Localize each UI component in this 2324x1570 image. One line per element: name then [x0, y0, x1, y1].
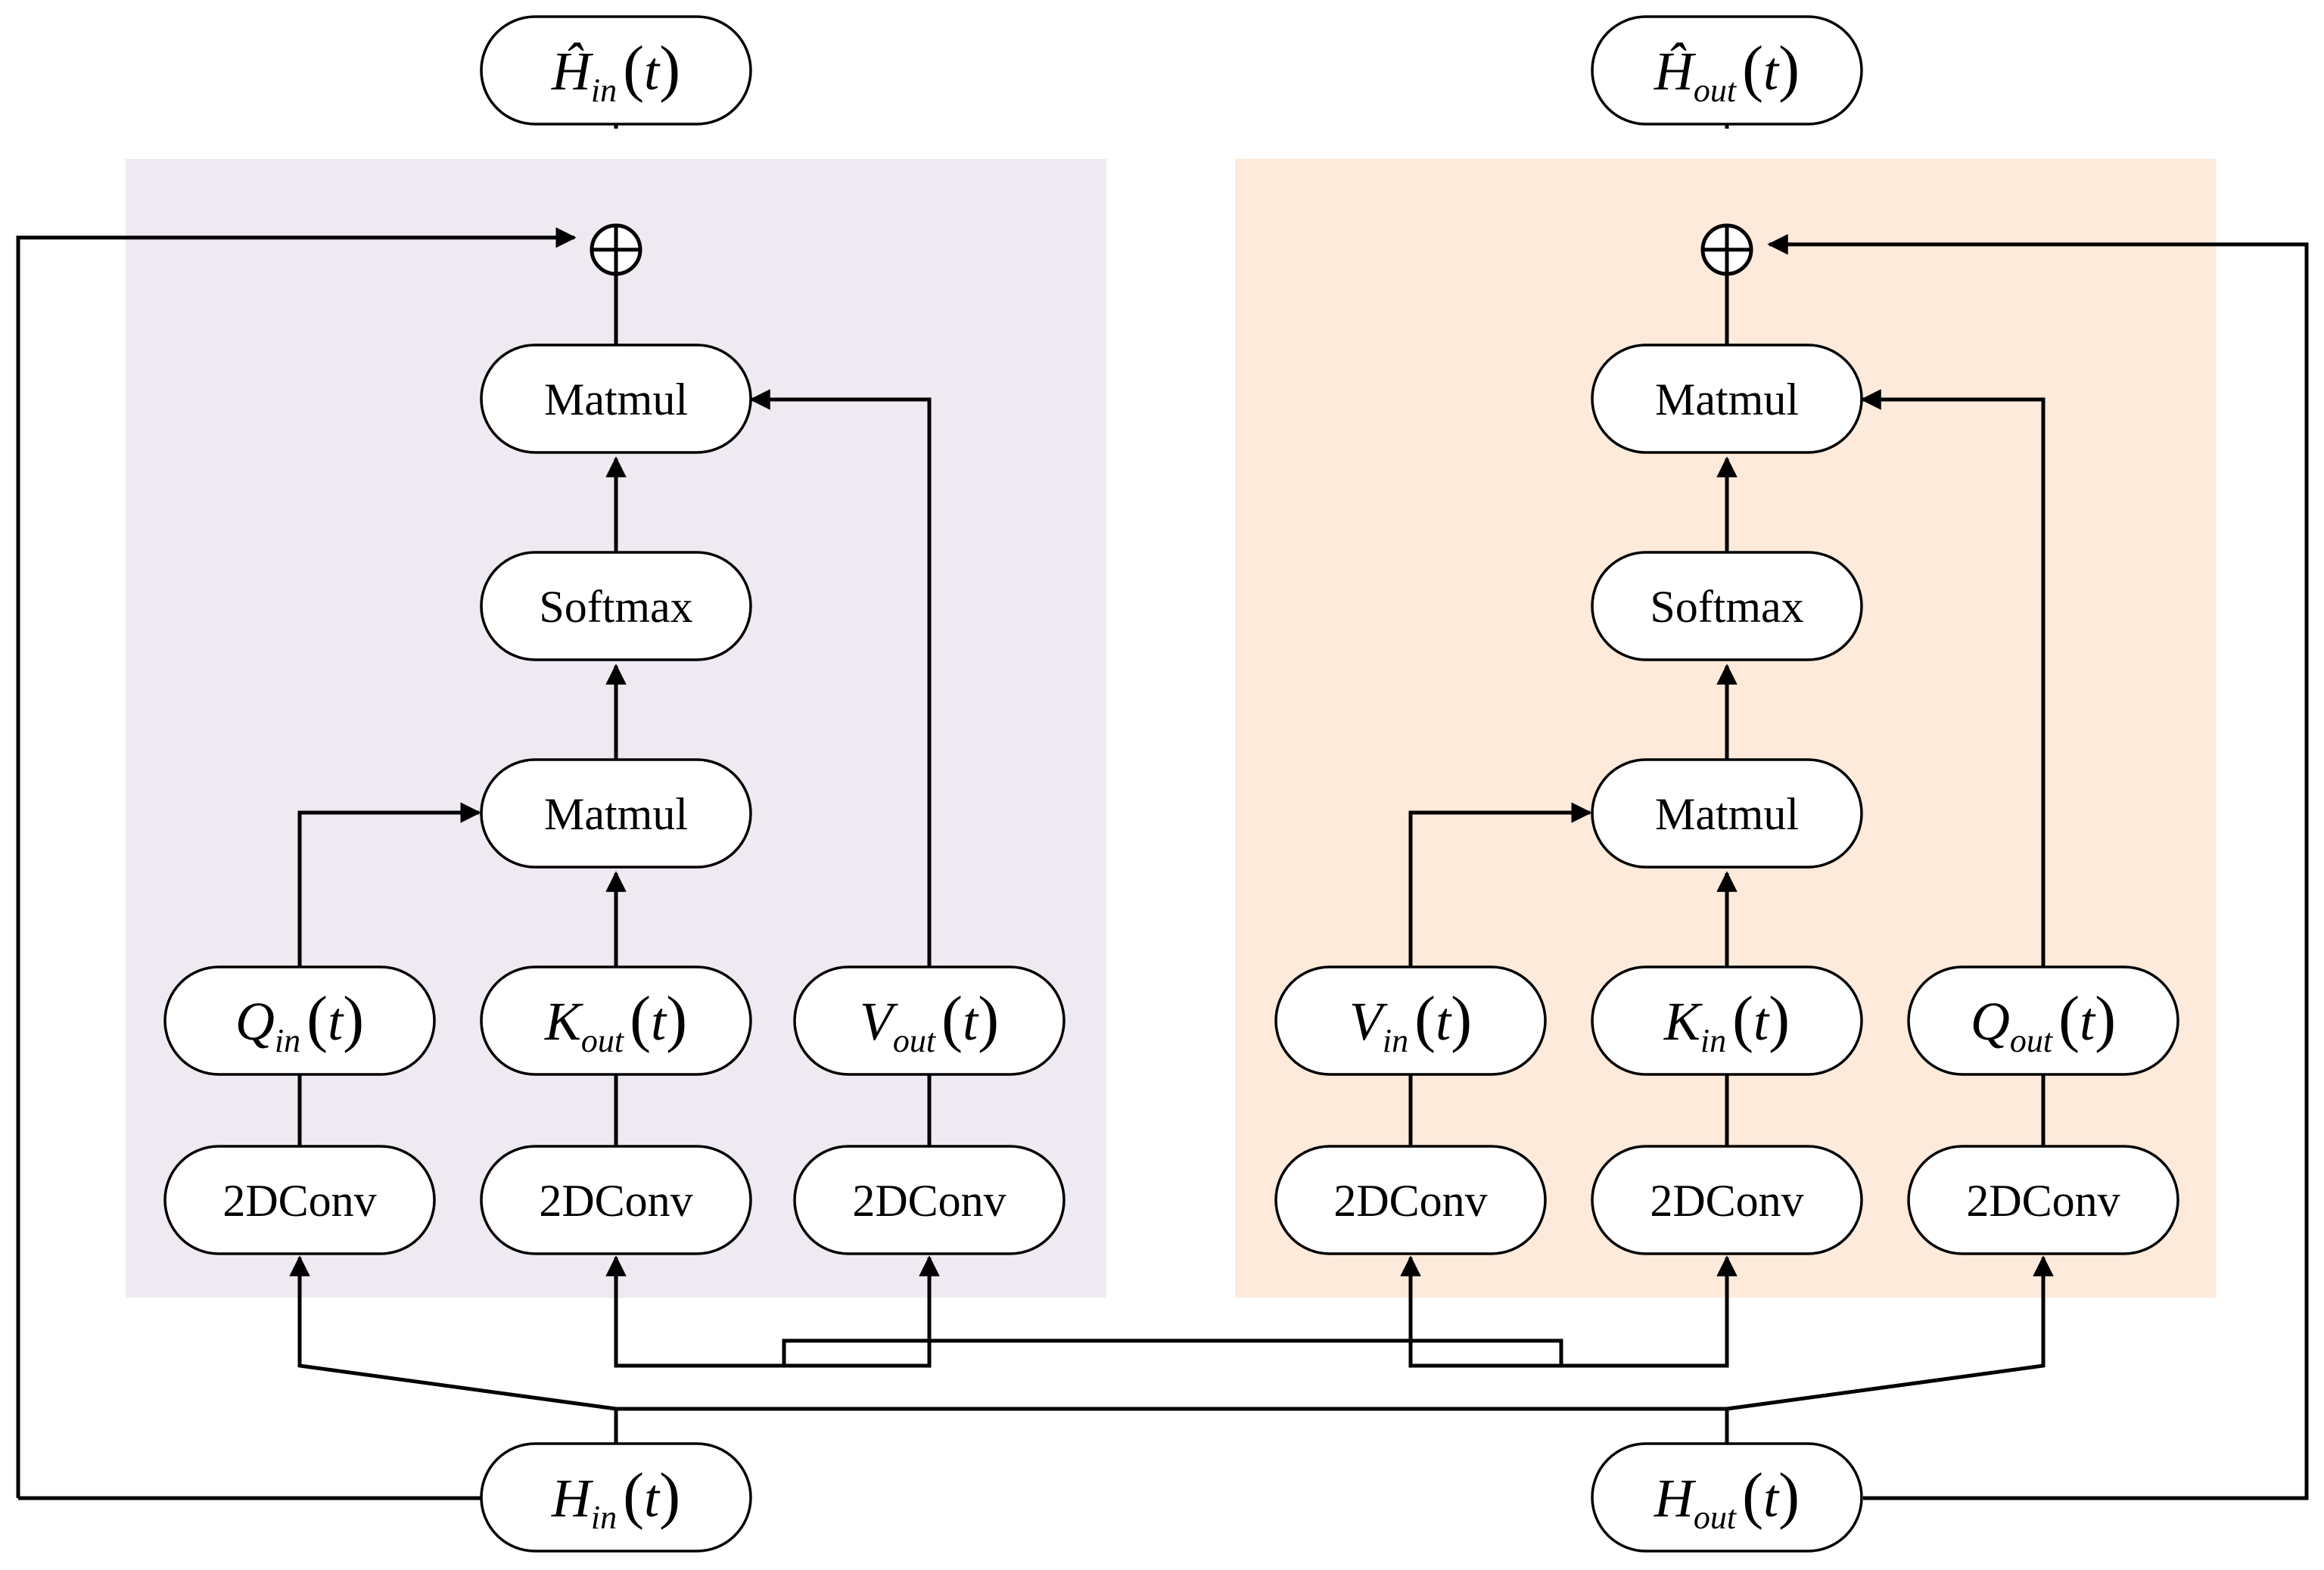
svg-text:Ĥin(t): Ĥin(t) — [551, 33, 680, 109]
svg-text:Qin(t): Qin(t) — [235, 984, 364, 1059]
left-k-node: Kout(t) — [480, 965, 752, 1076]
right-q-to-matmul-arrow — [1860, 389, 2046, 967]
right-input-node: Hout(t) — [1591, 1442, 1863, 1553]
left-conv-q-node: 2DConv — [163, 1145, 436, 1255]
left-v-to-matmul-arrow — [749, 389, 932, 967]
right-kv-to-conv-v-arrow — [1400, 1255, 1561, 1368]
right-softmax-node: Softmax — [1591, 551, 1863, 661]
svg-text:Matmul: Matmul — [544, 789, 688, 839]
right-v-to-matmul-arrow — [1408, 802, 1592, 967]
svg-text:Kout(t): Kout(t) — [544, 984, 687, 1059]
left-conv-k-node: 2DConv — [480, 1145, 752, 1255]
right-conv-q-node: 2DConv — [1907, 1145, 2179, 1255]
right-residual-arrow — [1767, 234, 2309, 1500]
svg-text:2DConv: 2DConv — [852, 1176, 1006, 1226]
svg-text:Softmax: Softmax — [539, 582, 692, 632]
left-matmul-top-node: Matmul — [480, 344, 752, 454]
svg-text:Matmul: Matmul — [544, 375, 688, 424]
svg-text:Matmul: Matmul — [1655, 375, 1799, 424]
svg-text:Ĥout(t): Ĥout(t) — [1654, 33, 1800, 109]
left-q-node: Qin(t) — [163, 965, 436, 1076]
right-input-to-conv-q-arrow — [616, 1255, 2054, 1411]
left-q-to-matmul-arrow — [297, 802, 481, 967]
left-kv-to-conv-k-arrow — [605, 1255, 784, 1368]
left-residual-arrow — [16, 227, 577, 1498]
left-v-node: Vout(t) — [793, 965, 1066, 1076]
left-kv-crossover-bridge — [782, 1338, 1563, 1366]
left-softmax-node: Softmax — [480, 551, 752, 661]
svg-text:2DConv: 2DConv — [1333, 1176, 1487, 1226]
svg-text:Vout(t): Vout(t) — [860, 984, 999, 1059]
svg-text:Hout(t): Hout(t) — [1654, 1460, 1800, 1536]
svg-text:2DConv: 2DConv — [1966, 1176, 2120, 1226]
svg-text:2DConv: 2DConv — [539, 1176, 692, 1226]
svg-text:2DConv: 2DConv — [222, 1176, 376, 1226]
svg-text:2DConv: 2DConv — [1650, 1176, 1803, 1226]
left-conv-v-node: 2DConv — [793, 1145, 1066, 1255]
right-conv-k-node: 2DConv — [1591, 1145, 1863, 1255]
right-sum-operator — [1700, 223, 1753, 276]
right-matmul-top-node: Matmul — [1591, 344, 1863, 454]
left-kv-to-conv-v-arrow — [784, 1255, 940, 1368]
right-matmul-bottom-node: Matmul — [1591, 758, 1863, 869]
svg-text:Kin(t): Kin(t) — [1663, 984, 1790, 1059]
right-output-node: Ĥout(t) — [1591, 15, 1863, 126]
right-k-node: Kin(t) — [1591, 965, 1863, 1076]
svg-text:Vin(t): Vin(t) — [1349, 984, 1472, 1059]
left-sum-operator — [590, 223, 642, 276]
left-matmul-bottom-node: Matmul — [480, 758, 752, 869]
right-v-node: Vin(t) — [1274, 965, 1547, 1076]
right-kv-to-conv-k-arrow — [1561, 1255, 1738, 1368]
svg-text:Matmul: Matmul — [1655, 789, 1799, 839]
right-conv-v-node: 2DConv — [1274, 1145, 1547, 1255]
left-output-node: Ĥin(t) — [480, 15, 752, 126]
svg-text:Hin(t): Hin(t) — [551, 1460, 680, 1536]
right-q-node: Qout(t) — [1907, 965, 2179, 1076]
left-input-node: Hin(t) — [480, 1442, 752, 1553]
svg-text:Qout(t): Qout(t) — [1971, 984, 2116, 1059]
svg-text:Softmax: Softmax — [1650, 582, 1803, 632]
